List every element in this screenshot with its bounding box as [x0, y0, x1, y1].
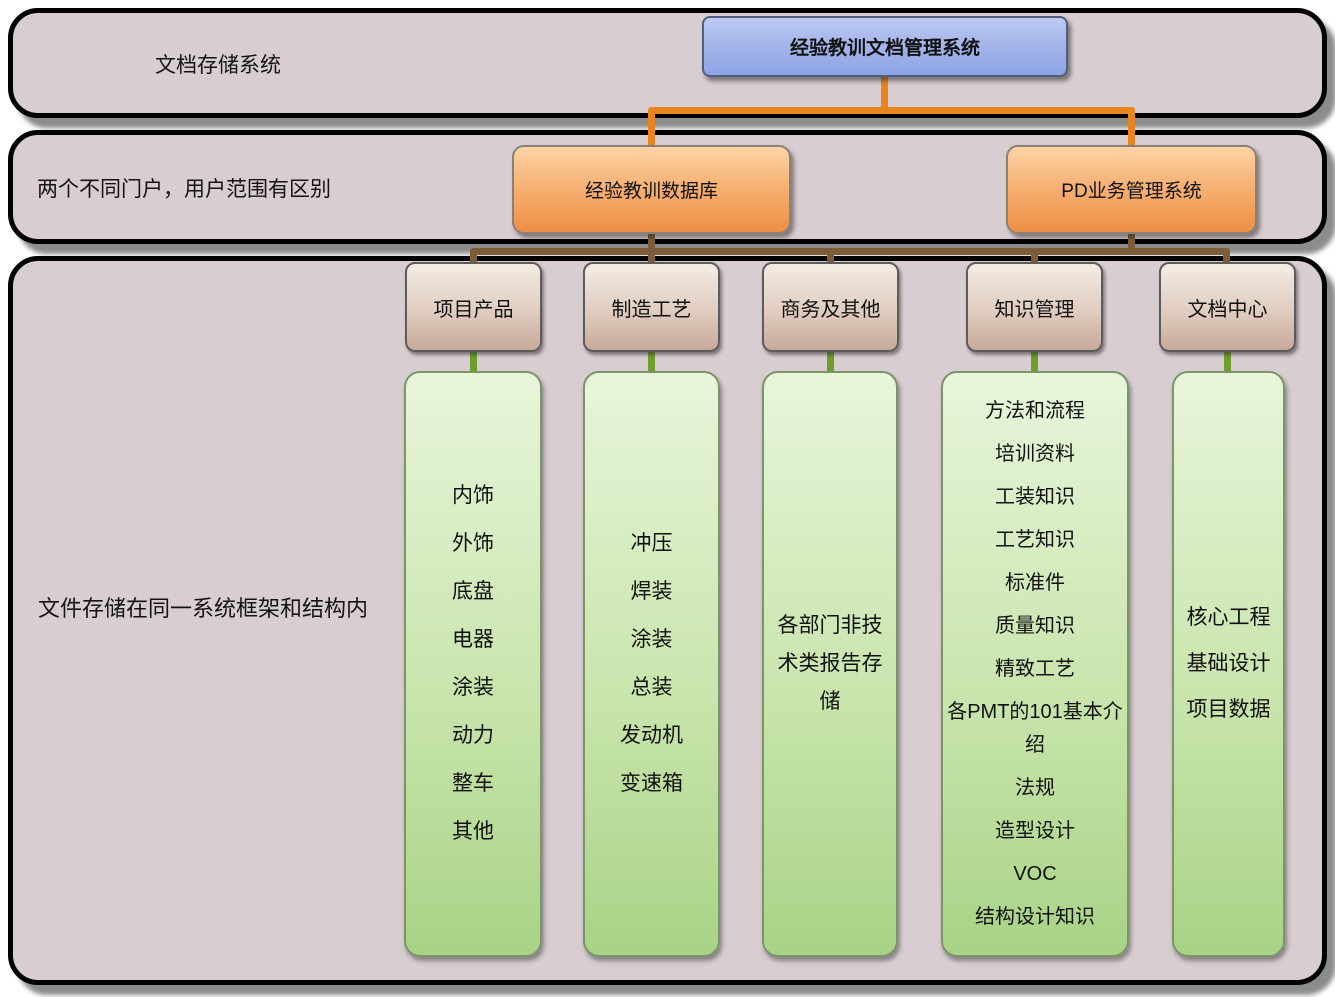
category-box-5: 文档中心	[1159, 262, 1296, 352]
portal-box-pd-system: PD业务管理系统	[1006, 145, 1257, 234]
list-item: 内饰	[452, 484, 494, 507]
root-system-title: 经验教训文档管理系统	[789, 38, 980, 59]
list-box-4: 方法和流程培训资料工装知识工艺知识标准件质量知识精致工艺各PMT的101基本介绍…	[941, 371, 1129, 957]
connector-category-2-list	[648, 350, 655, 372]
list-item: 变速箱	[620, 772, 683, 795]
list-box-1: 内饰外饰底盘电器涂装动力整车其他	[404, 371, 542, 957]
list-item: 整车	[452, 772, 494, 795]
category-box-2: 制造工艺	[583, 262, 720, 352]
list-box-5: 核心工程基础设计项目数据	[1172, 371, 1285, 957]
list-item: 质量知识	[995, 614, 1075, 637]
band-document-storage: 文档存储系统	[8, 8, 1327, 118]
list-item: 标准件	[1005, 571, 1065, 594]
list-item: 工装知识	[995, 485, 1075, 508]
list-item: 项目数据	[1186, 698, 1271, 721]
category-5-label: 文档中心	[1187, 298, 1268, 321]
list-item: 涂装	[630, 628, 673, 651]
connector-to-category-5	[1223, 251, 1230, 264]
list-item: 各PMT的101基本介绍	[947, 700, 1123, 756]
list-item: 动力	[452, 724, 494, 747]
connector-portal-1-stem	[648, 232, 655, 252]
category-4-label: 知识管理	[994, 298, 1075, 321]
portal-box-lessons-database: 经验教训数据库	[512, 145, 791, 234]
list-item: 基础设计	[1186, 652, 1271, 675]
category-box-3: 商务及其他	[762, 262, 899, 352]
band2-label: 两个不同门户，用户范围有区别	[37, 178, 331, 201]
connector-category-4-list	[1031, 350, 1038, 372]
list-item: 培训资料	[995, 442, 1075, 465]
list-item: 冲压	[630, 532, 673, 555]
list-item: 其他	[452, 820, 494, 843]
connector-to-category-2	[648, 251, 655, 264]
list-item: 精致工艺	[995, 657, 1075, 680]
category-box-4: 知识管理	[966, 262, 1103, 352]
list-item: 焊装	[630, 580, 673, 603]
connector-category-1-list	[470, 350, 477, 372]
connector-portal-2-stem	[1128, 232, 1135, 252]
portal-1-label: 经验教训数据库	[584, 181, 718, 202]
connector-to-portal-1	[648, 110, 655, 146]
root-system-box: 经验教训文档管理系统	[702, 16, 1068, 77]
list-item: 总装	[630, 676, 673, 699]
connector-category-5-list	[1224, 350, 1231, 372]
list-item: 外饰	[452, 532, 494, 555]
band3-label: 文件存储在同一系统框架和结构内	[37, 596, 368, 621]
list-item: 电器	[452, 628, 494, 651]
list-item: VOC	[1013, 862, 1057, 885]
connector-to-category-3	[827, 251, 834, 264]
connector-to-portal-2	[1128, 110, 1135, 146]
list-item: 核心工程	[1186, 606, 1271, 629]
list-item: 造型设计	[995, 819, 1075, 842]
list-item: 方法和流程	[985, 399, 1085, 422]
connector-category-bus	[470, 248, 1230, 255]
connector-to-category-4	[1031, 251, 1038, 264]
category-1-label: 项目产品	[433, 298, 514, 321]
connector-to-category-1	[470, 251, 477, 264]
list-item: 结构设计知识	[975, 905, 1095, 928]
list-box-3: 各部门非技术类报告存储	[762, 371, 898, 957]
connector-category-3-list	[827, 350, 834, 372]
connector-root-stem	[881, 77, 888, 111]
connector-root-bus	[648, 107, 1135, 114]
band1-label: 文档存储系统	[155, 54, 281, 77]
list-item: 法规	[1015, 776, 1055, 799]
list-item: 工艺知识	[995, 528, 1075, 551]
portal-2-label: PD业务管理系统	[1061, 181, 1202, 202]
list-item: 底盘	[452, 580, 494, 603]
list-item: 各部门非技术类报告存储	[777, 614, 883, 713]
category-2-label: 制造工艺	[611, 298, 692, 321]
list-item: 发动机	[620, 724, 683, 747]
list-box-2: 冲压焊装涂装总装发动机变速箱	[583, 371, 720, 957]
list-item: 涂装	[452, 676, 494, 699]
category-3-label: 商务及其他	[780, 298, 881, 321]
category-box-1: 项目产品	[405, 262, 542, 352]
